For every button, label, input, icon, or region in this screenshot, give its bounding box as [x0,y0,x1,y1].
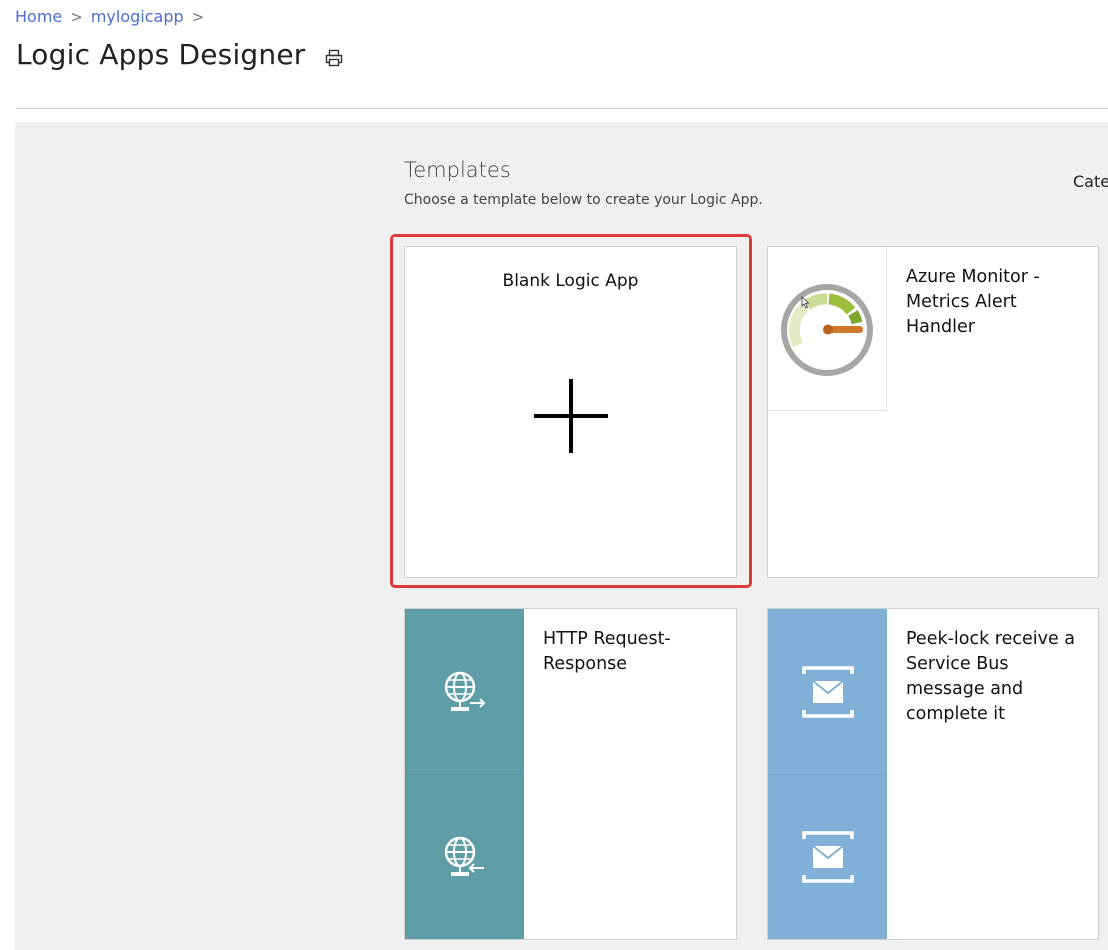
http-icon-strip [405,609,524,939]
breadcrumb-separator: > [191,7,205,26]
blank-logic-app-title: Blank Logic App [502,271,639,291]
print-icon[interactable] [324,48,344,68]
categories-label[interactable]: Cate [1073,172,1108,191]
http-icon-bottom [405,774,524,939]
page-title: Logic Apps Designer [16,38,306,71]
templates-subtitle: Choose a template below to create your L… [404,192,763,208]
globe-request-icon [444,671,485,711]
globe-response-icon [444,836,484,876]
designer-canvas: Templates Choose a template below to cre… [15,122,1108,950]
servicebus-icon-top [768,609,887,774]
breadcrumb-home-link[interactable]: Home [15,7,63,26]
blank-logic-app-card[interactable]: Blank Logic App [404,246,737,578]
selection-highlight [390,234,752,588]
servicebus-icon-bottom [768,774,887,939]
http-request-response-title: HTTP Request-Response [543,629,671,674]
breadcrumb-separator: > [70,7,83,26]
gauge-icon [781,284,873,376]
service-bus-template-card[interactable]: Peek-lock receive a Service Bus message … [767,608,1099,940]
monitor-icon-box [768,247,887,411]
servicebus-icon-strip [768,609,887,939]
http-request-response-card[interactable]: HTTP Request-Response [404,608,737,940]
azure-monitor-title: Azure Monitor - Metrics Alert Handler [906,267,1040,337]
breadcrumb-app-link[interactable]: mylogicapp [90,7,184,26]
http-icon-top [405,609,524,774]
service-bus-title: Peek-lock receive a Service Bus message … [906,629,1076,724]
envelope-icon [801,831,854,883]
azure-monitor-template-card[interactable]: Azure Monitor - Metrics Alert Handler [767,246,1099,578]
envelope-icon [801,665,854,718]
plus-icon [534,379,608,453]
templates-heading: Templates [404,158,511,182]
breadcrumb: Home > mylogicapp > [15,7,212,26]
header-divider [16,108,1108,109]
